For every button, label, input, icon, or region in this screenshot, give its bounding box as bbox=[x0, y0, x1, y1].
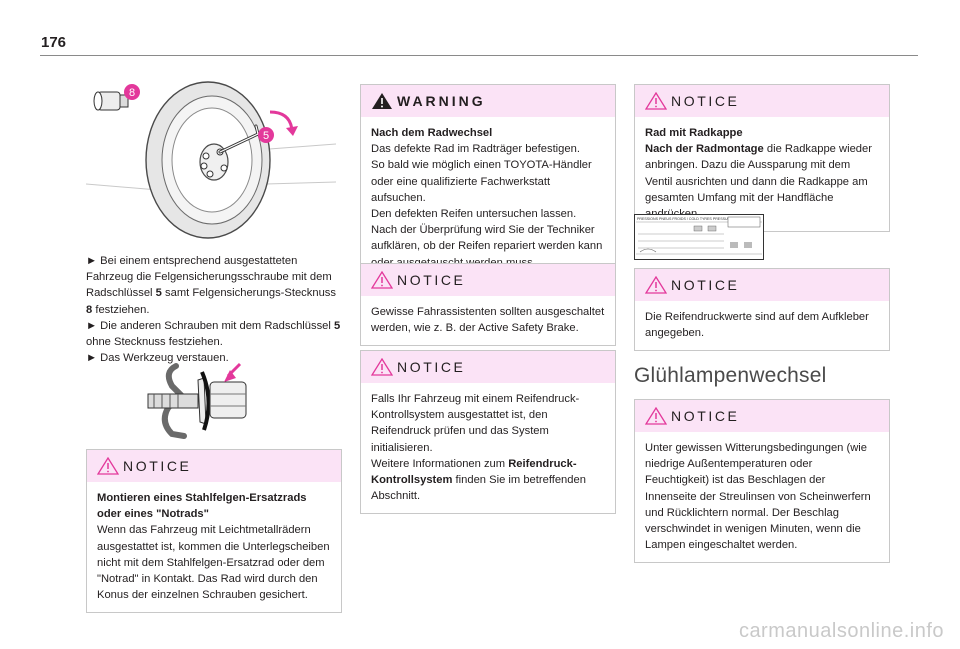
warning-header: WARNING bbox=[361, 85, 615, 117]
step-3: ► Das Werkzeug verstauen. bbox=[86, 352, 229, 365]
warning-text: Das defekte Rad im Radträger befestigen.… bbox=[371, 143, 603, 268]
notice-header: NOTICE bbox=[361, 264, 615, 296]
warning-heading: Nach dem Radwechsel bbox=[371, 127, 493, 139]
warning-triangle-icon bbox=[372, 93, 392, 109]
notice-header: NOTICE bbox=[635, 85, 889, 117]
notice-header: NOTICE bbox=[635, 400, 889, 432]
warning-triangle-icon bbox=[97, 457, 119, 475]
notice-box-hubcap: NOTICE Rad mit Radkappe Nach der Radmont… bbox=[634, 84, 890, 233]
callout-8: 8 bbox=[129, 87, 135, 99]
notice-box-tpms: NOTICE Falls Ihr Fahrzeug mit einem Reif… bbox=[360, 350, 616, 515]
notice-heading: Rad mit Radkappe bbox=[645, 127, 743, 139]
label-header: PRESSIONS PNEUS FROIDS / COLD TYRES PRES… bbox=[637, 217, 736, 221]
notice-box-pressure: NOTICE Die Reifendruckwerte sind auf dem… bbox=[634, 268, 890, 352]
notice-box-condensation: NOTICE Unter gewissen Witterungsbedingun… bbox=[634, 399, 890, 564]
notice-text: Die Reifendruckwerte sind auf dem Aufkle… bbox=[645, 311, 869, 340]
notice-box-assistants: NOTICE Gewisse Fahrassistenten sollten a… bbox=[360, 263, 616, 347]
notice-title: NOTICE bbox=[671, 93, 740, 109]
warning-triangle-icon bbox=[371, 271, 393, 289]
step-1: ► Bei einem entsprechend ausgestatteten … bbox=[86, 255, 336, 316]
notice-text: Gewisse Fahrassistenten sollten ausgesch… bbox=[371, 306, 605, 335]
notice-text: Nach der Radmontage die Radkappe wieder … bbox=[645, 143, 872, 220]
callout-5: 5 bbox=[263, 130, 269, 142]
notice-text: Falls Ihr Fahrzeug mit einem Reifendruck… bbox=[371, 393, 586, 503]
notice-header: NOTICE bbox=[361, 351, 615, 383]
wheel-bolt-figure: 8 5 bbox=[86, 81, 337, 239]
notice-header: NOTICE bbox=[635, 269, 889, 301]
notice-header: NOTICE bbox=[87, 450, 341, 482]
notice-text: Wenn das Fahrzeug mit Leichtmetallrädern… bbox=[97, 524, 330, 602]
warning-triangle-icon bbox=[645, 92, 667, 110]
warning-title: WARNING bbox=[397, 93, 486, 109]
notice-box-steel-rim: NOTICE Montieren eines Stahlfelgen-Ersat… bbox=[86, 449, 342, 614]
notice-title: NOTICE bbox=[671, 277, 740, 293]
warning-box-after-change: WARNING Nach dem Radwechsel Das defekte … bbox=[360, 84, 616, 281]
watermark: carmanualsonline.info bbox=[738, 620, 944, 642]
tyre-pressure-label-figure: PRESSIONS PNEUS FROIDS / COLD TYRES PRES… bbox=[634, 214, 764, 260]
notice-heading: Montieren eines Stahlfelgen-Ersatzrads o… bbox=[97, 492, 307, 521]
top-divider bbox=[40, 55, 918, 56]
page-number: 176 bbox=[41, 34, 67, 51]
notice-text: Unter gewissen Witterungsbedingungen (wi… bbox=[645, 442, 871, 552]
section-title: Glühlampenwechsel bbox=[634, 364, 827, 387]
notice-title: NOTICE bbox=[671, 408, 740, 424]
bolt-washer-figure bbox=[147, 362, 247, 439]
warning-triangle-icon bbox=[645, 407, 667, 425]
steps-text: ► Bei einem entsprechend ausgestatteten … bbox=[86, 253, 344, 366]
warning-triangle-icon bbox=[371, 358, 393, 376]
notice-title: NOTICE bbox=[123, 458, 192, 474]
notice-title: NOTICE bbox=[397, 272, 466, 288]
notice-title: NOTICE bbox=[397, 359, 466, 375]
step-2: ► Die anderen Schrauben mit dem Radschlü… bbox=[86, 319, 341, 349]
warning-triangle-icon bbox=[645, 276, 667, 294]
